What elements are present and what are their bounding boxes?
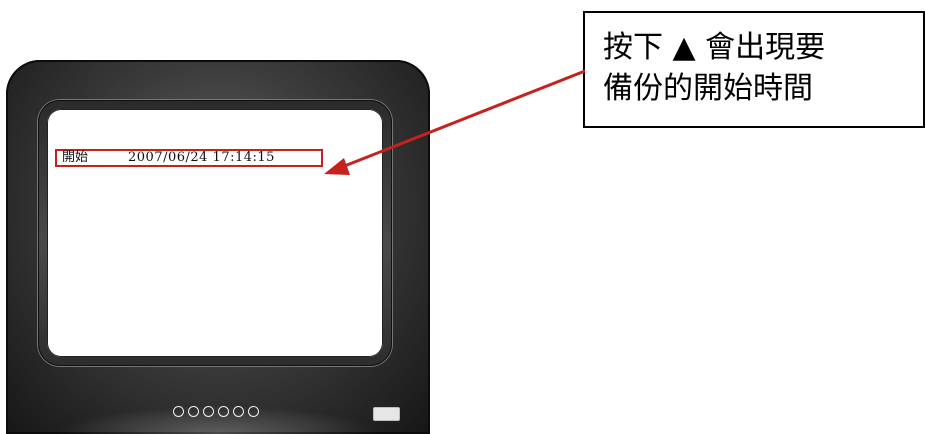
callout-line-1: 按下 ▲ 會出現要	[603, 30, 826, 65]
monitor-bezel: 開始 2007/06/24 17:14:15	[38, 100, 392, 366]
front-button-5[interactable]	[233, 406, 244, 417]
front-panel-buttons	[173, 406, 259, 417]
front-button-2[interactable]	[188, 406, 199, 417]
front-button-4[interactable]	[218, 406, 229, 417]
backup-start-time-row[interactable]: 開始 2007/06/24 17:14:15	[55, 149, 323, 167]
callout-line-2: 備份的開始時間	[603, 71, 813, 106]
front-button-3[interactable]	[203, 406, 214, 417]
start-label: 開始	[62, 150, 89, 165]
start-datetime-value: 2007/06/24 17:14:15	[128, 150, 275, 165]
callout-box: 按下 ▲ 會出現要 備份的開始時間	[583, 11, 925, 128]
crt-monitor: 開始 2007/06/24 17:14:15	[6, 60, 430, 434]
front-button-6[interactable]	[248, 406, 259, 417]
power-button[interactable]	[373, 407, 400, 421]
monitor-screen: 開始 2007/06/24 17:14:15	[47, 109, 383, 357]
front-button-1[interactable]	[173, 406, 184, 417]
